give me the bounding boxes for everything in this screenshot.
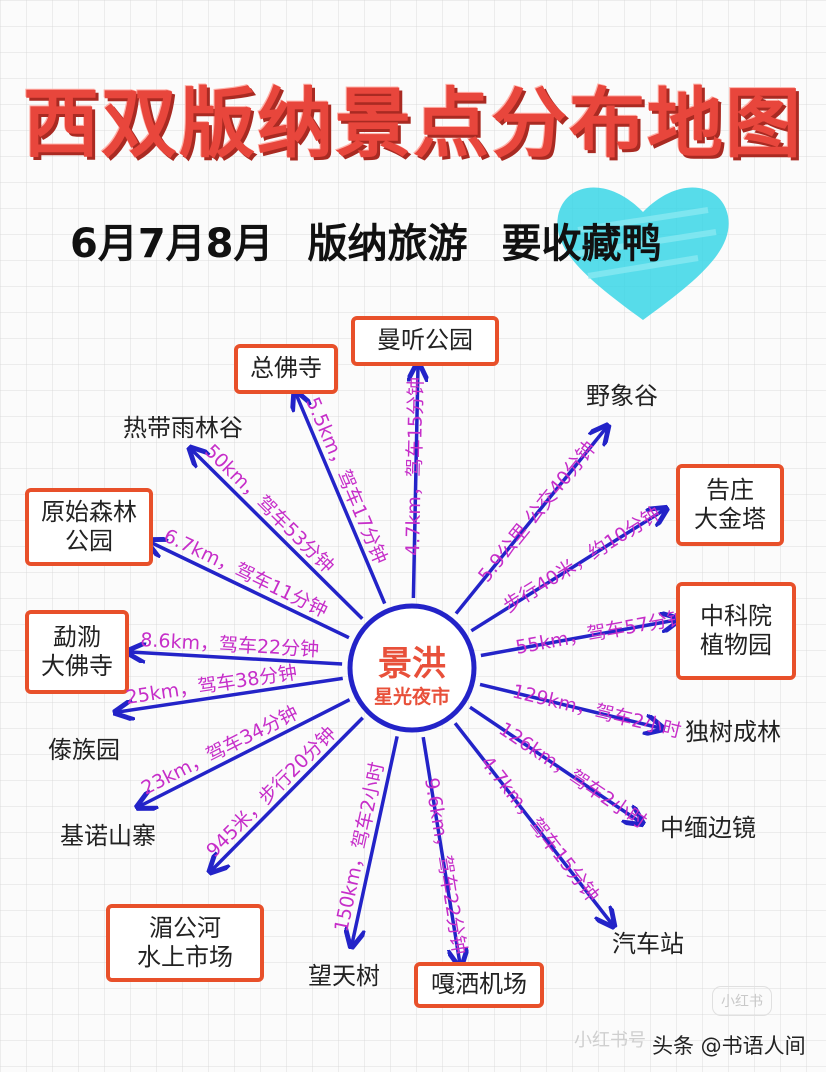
route-arrow	[421, 736, 460, 964]
watermark: 小红书号	[574, 1030, 646, 1051]
route-arrow	[480, 620, 676, 658]
destination-9: 望天树	[308, 962, 380, 991]
subtitle-collect: 要收藏鸭	[501, 221, 662, 267]
watermark-badge: 小红书	[712, 986, 772, 1016]
destination-10: 嘎洒机场	[414, 962, 544, 1008]
destination-11: 汽车站	[612, 930, 684, 959]
destination-5: 勐泐 大佛寺	[25, 610, 129, 694]
route-arrow	[470, 510, 664, 633]
destination-4: 原始森林 公园	[25, 488, 153, 566]
route-arrows	[118, 366, 676, 964]
subtitle: 6月7月8月 版纳旅游 要收藏鸭	[70, 210, 662, 270]
heart-icon	[557, 187, 729, 320]
hub-subname: 星光夜市	[373, 686, 450, 708]
route-arrow	[453, 722, 612, 924]
route-arrow	[118, 676, 344, 712]
destination-12: 中缅边镜	[660, 814, 756, 843]
destination-16: 野象谷	[586, 382, 658, 411]
route-arrow	[192, 450, 364, 620]
route-arrow	[479, 682, 660, 728]
route-arrow	[352, 736, 399, 944]
destination-3: 热带雨林谷	[123, 414, 243, 443]
route-arrow	[212, 716, 364, 870]
destination-13: 独树成林	[685, 718, 781, 747]
destination-1: 曼听公园	[351, 316, 499, 366]
route-arrow	[130, 652, 343, 666]
destination-8: 湄公河 水上市场	[106, 904, 264, 982]
route-arrow	[296, 394, 387, 605]
route-arrow	[150, 542, 350, 640]
destination-7: 基诺山寨	[60, 822, 156, 851]
hub-circle	[347, 603, 477, 733]
destination-6: 傣族园	[48, 736, 120, 765]
subtitle-trip: 版纳旅游	[307, 221, 468, 267]
destination-15: 告庄 大金塔	[676, 464, 784, 546]
hub-name: 景洪	[378, 644, 446, 684]
route-arrow	[140, 698, 351, 806]
source-credit: 头条 @书语人间	[652, 1034, 806, 1058]
route-arrow	[454, 428, 606, 615]
map-title: 西双版纳景点分布地图	[23, 79, 803, 168]
subtitle-months: 6月7月8月	[70, 221, 274, 267]
route-arrow	[469, 705, 640, 822]
destination-14: 中科院 植物园	[676, 582, 796, 680]
destination-2: 总佛寺	[234, 344, 338, 394]
route-label: 4.7km，驾车15分钟	[402, 377, 428, 557]
route-arrow	[413, 366, 418, 599]
